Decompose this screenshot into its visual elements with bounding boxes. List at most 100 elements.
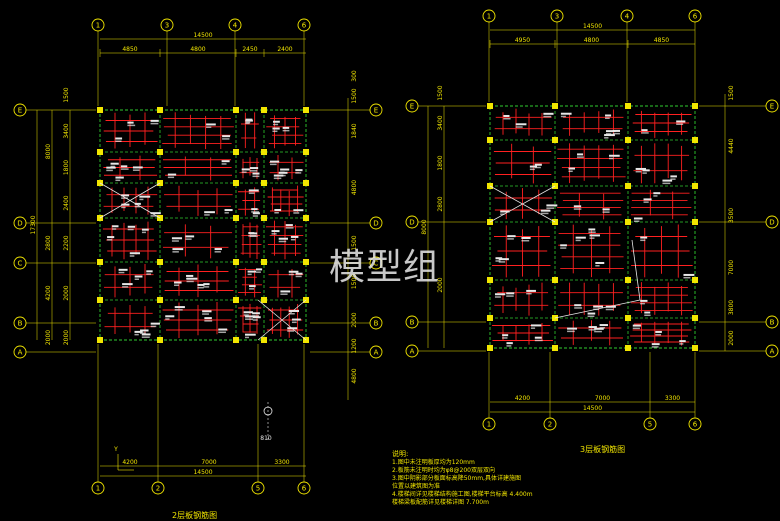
rebar-note [115,176,124,179]
axis-bubble: E [374,107,378,115]
rebar-note [171,240,179,242]
axis-bubble: A [410,348,415,356]
rebar-note [272,127,280,130]
rebar-note [500,213,505,215]
rebar-note [495,260,501,262]
rebar-note [506,342,513,345]
rebar-note [171,237,183,240]
rebar-note [271,230,280,233]
axis-bubble: 6 [302,22,307,30]
rebar-note [127,225,136,228]
dim-text: 7000 [595,395,610,402]
rebar-note [683,273,695,276]
axis-bubble: A [18,349,23,357]
column [625,277,631,283]
rebar-note [655,330,662,333]
rebar-note [224,209,233,212]
rebar-note [255,271,261,273]
column [692,277,698,283]
rebar-note [203,286,210,288]
dim-text: 1800 [63,160,70,175]
column [692,183,698,189]
dim-text: 2000 [63,285,70,300]
rebar-note [146,270,153,273]
rebar-note [653,192,661,195]
stair-cross [99,182,161,219]
axis-bubble: 5 [648,421,652,429]
dim-text: 4440 [728,138,735,153]
rebar-note [595,261,605,264]
dim-text: 7000 [201,459,216,466]
rebar-note [134,205,141,208]
column [97,107,103,113]
dim-text: 1500 [351,274,358,289]
rebar-note [249,235,258,237]
rebar-note [635,170,642,173]
rebar-note [670,175,677,178]
rebar-note [172,248,184,251]
rebar-note [206,123,216,126]
rebar-note [662,179,673,182]
design-notes: 说明: 1.图中未注明板厚均为120mm 2.板筋未注明时均为φ8@200双层双… [392,450,652,507]
dim-text: 2800 [45,235,52,250]
rebar-note [644,311,651,314]
rebar-note [140,332,146,334]
rebar-note [112,225,119,228]
column [692,137,698,143]
axis-bubble: D [409,219,414,227]
dim-text: 4200 [122,459,137,466]
rebar-note [110,165,115,168]
rebar-note [604,134,615,137]
rebar-note [588,231,596,233]
rebar-note [202,310,212,313]
rebar-note [507,235,516,238]
column [692,315,698,321]
rebar-note [165,315,175,318]
column [233,259,239,265]
rebar-note [185,235,195,238]
rebar-note [567,327,578,330]
axis-bubble: 6 [302,485,307,493]
rebar-note [141,336,150,338]
column [625,345,631,351]
rebar-note [642,172,647,174]
axis-bubble: 6 [693,421,698,429]
column [261,215,267,221]
rebar-note [252,175,260,178]
note-line: 楼梯梁板配筋详见楼梯详图 7.700m [392,499,489,506]
rebar-note [186,274,194,277]
column [303,107,309,113]
dim-text: 2800 [437,196,444,211]
column [303,149,309,155]
rebar-note [241,168,250,171]
rebar-note [605,305,616,308]
rebar-note [632,324,641,327]
rebar-note [285,224,293,227]
rebar-note [632,327,640,330]
column [157,259,163,265]
note-line: 位置以建筑图为准 [392,483,441,490]
rebar-note [129,255,135,257]
axis-bubble: 3 [555,13,559,21]
rebar-note [252,319,258,321]
rebar-note [529,165,538,168]
dim-text: 2000 [351,312,358,327]
rebar-note [494,293,506,296]
rebar-note [676,123,684,125]
rebar-note [567,330,575,333]
column [261,149,267,155]
rebar-note [640,299,648,302]
axis-y-label: Y [113,446,118,453]
column [487,315,493,321]
column [261,297,267,303]
rebar-note [643,198,652,201]
void-line [554,299,641,319]
rebar-note [202,313,209,315]
rebar-note [127,121,134,124]
dim-text: 2450 [242,46,257,53]
rebar-note [605,130,616,133]
column [625,315,631,321]
rebar-note [643,201,649,203]
rebar-note [278,174,286,177]
